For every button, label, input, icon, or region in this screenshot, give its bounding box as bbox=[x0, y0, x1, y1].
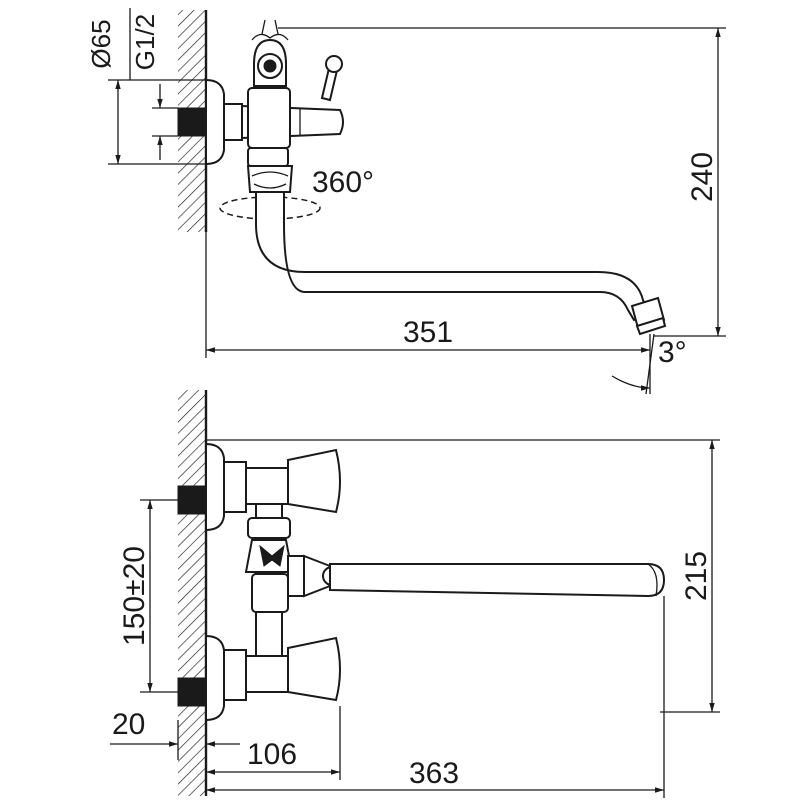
label-363: 363 bbox=[409, 757, 459, 790]
label-g-half-inch: G1/2 bbox=[130, 14, 160, 70]
front-wall bbox=[178, 390, 208, 796]
label-215: 215 bbox=[680, 551, 713, 601]
dim-240-top: 240 bbox=[278, 27, 726, 337]
label-150-20: 150±20 bbox=[118, 546, 151, 646]
dim-150-20: 150±20 bbox=[118, 499, 180, 693]
label-360-degree: 360° bbox=[312, 166, 374, 199]
front-upper-fitting bbox=[177, 442, 341, 532]
front-lower-fitting bbox=[177, 634, 341, 722]
top-view: 240 351 3° 360° Ø65 G1/2 bbox=[86, 8, 726, 395]
dim-3-degree: 3° bbox=[611, 333, 687, 395]
top-wall-fitting bbox=[177, 78, 243, 166]
front-view: 215 150±20 20 106 363 bbox=[110, 390, 720, 798]
label-diameter-65: Ø65 bbox=[86, 19, 116, 68]
dim-106: 106 bbox=[206, 706, 341, 780]
front-central-column bbox=[244, 503, 342, 657]
dim-363: 363 bbox=[206, 596, 665, 798]
top-swivel-nut bbox=[246, 165, 294, 193]
label-106: 106 bbox=[247, 738, 297, 771]
label-3-degree: 3° bbox=[658, 336, 687, 369]
label-240: 240 bbox=[686, 152, 719, 202]
top-valve-body bbox=[241, 19, 344, 167]
front-spout bbox=[329, 563, 666, 598]
dim-flange-thread: Ø65 G1/2 bbox=[86, 8, 206, 165]
dim-351: 351 bbox=[205, 232, 650, 358]
dim-215: 215 bbox=[206, 439, 720, 713]
label-20: 20 bbox=[112, 708, 145, 741]
label-351: 351 bbox=[403, 316, 453, 349]
dim-20: 20 bbox=[110, 708, 240, 760]
top-spout bbox=[255, 191, 651, 322]
